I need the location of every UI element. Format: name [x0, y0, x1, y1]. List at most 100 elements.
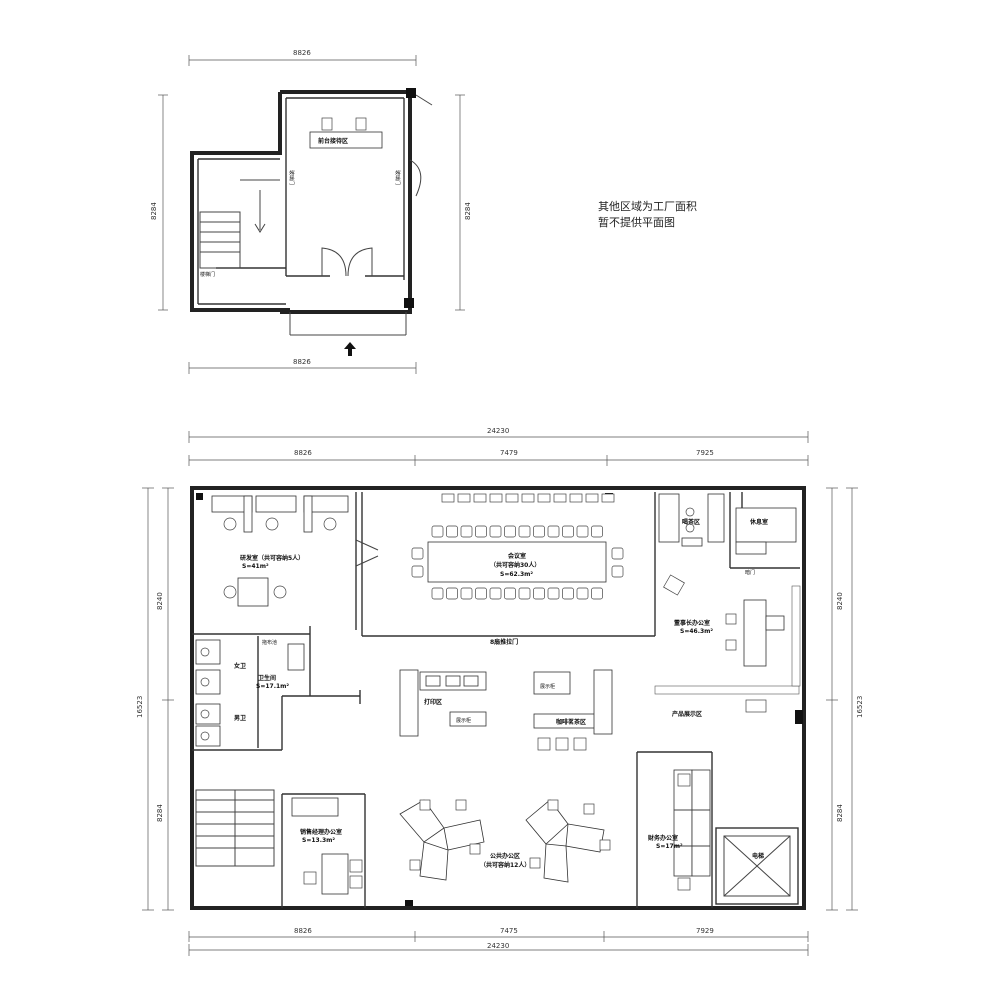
door-swing — [415, 94, 433, 106]
sofa-seat — [569, 493, 583, 503]
meeting-chair — [411, 547, 424, 560]
door-swing — [409, 159, 422, 197]
meeting-chair — [518, 525, 531, 538]
product-display-label: 产品展示区 — [672, 710, 702, 718]
sales-office-title: 销售经理办公室 — [300, 828, 342, 836]
meeting-room-area: S=62.3m² — [500, 571, 533, 578]
dim-top-2: 7479 — [500, 449, 518, 457]
meeting-chair — [611, 547, 624, 560]
upper-stairs — [199, 179, 280, 269]
meeting-chair — [431, 525, 444, 538]
washroom-area: S=17.1m² — [256, 683, 289, 690]
sofa-seat — [537, 493, 551, 503]
interior-walls — [192, 492, 801, 908]
meeting-chair — [547, 587, 560, 600]
women-wc-label: 女卫 — [234, 662, 246, 670]
meeting-chair — [446, 587, 458, 600]
meeting-chair — [489, 525, 502, 538]
display-cabinet-2-label: 展示柜 — [540, 683, 555, 690]
upper-dim-right: 8284 — [464, 202, 472, 220]
reception-desk — [309, 131, 383, 149]
dim-left-2: 16523 — [136, 696, 144, 718]
meeting-chair — [562, 525, 574, 538]
washroom-fixtures — [195, 639, 305, 747]
meeting-chair — [591, 525, 603, 538]
dim-left-3: 8284 — [156, 804, 164, 822]
dark-door-label: 暗门 — [745, 569, 755, 576]
dim-top-1: 8826 — [294, 449, 312, 457]
column — [406, 88, 416, 98]
meeting-chair — [475, 587, 487, 600]
open-office-workstations — [399, 799, 611, 883]
sofa-seat — [585, 493, 599, 503]
rnd-room-area: S=41m² — [242, 563, 269, 570]
entrance-arrow-icon — [344, 342, 356, 356]
sales-office-furniture — [291, 797, 363, 895]
note-line-1: 其他区域为工厂面积 — [598, 200, 697, 213]
elevator-shaft — [715, 827, 799, 905]
dim-bottom-3: 7929 — [696, 927, 714, 935]
meeting-chair — [518, 587, 531, 600]
entrance-door — [321, 247, 347, 277]
display-cabinet-1-label: 展示柜 — [456, 717, 471, 724]
meeting-chair — [562, 587, 574, 600]
column — [405, 900, 413, 906]
meeting-chair — [431, 587, 444, 600]
meeting-room-capacity: （共可容纳30人） — [490, 561, 540, 569]
meeting-chair — [475, 525, 487, 538]
meeting-chair — [504, 587, 516, 600]
sofa-seat — [441, 493, 455, 503]
meeting-chair — [460, 587, 473, 600]
meeting-chair — [576, 587, 589, 600]
dim-left-1: 8240 — [156, 592, 164, 610]
lower-floor-plan: 24230 8826 7479 7925 8826 7475 7929 2423… — [136, 427, 864, 956]
chairman-suite-furniture — [658, 493, 797, 667]
dim-total-bottom: 24230 — [487, 942, 509, 950]
column — [196, 493, 203, 500]
sofa-seat — [505, 493, 519, 503]
dim-right-3: 8284 — [836, 804, 844, 822]
meeting-chair — [611, 565, 624, 578]
door-swing — [355, 539, 379, 567]
meeting-chair — [504, 525, 516, 538]
lower-stairs — [195, 789, 275, 867]
meeting-chair — [533, 587, 545, 600]
rnd-room-furniture — [211, 495, 349, 607]
chair — [321, 117, 333, 131]
sofa-seat — [601, 493, 615, 503]
sofa-seat — [553, 493, 567, 503]
meeting-room-title: 会议室 — [508, 552, 526, 560]
lower-dimension-lines — [142, 431, 858, 956]
sofa-seat — [521, 493, 535, 503]
print-area-label: 打印区 — [424, 698, 442, 706]
upper-dimension-lines — [158, 55, 465, 374]
elevator-label: 电梯 — [752, 852, 764, 860]
washroom-title: 卫生间 — [258, 674, 276, 682]
men-wc-label: 男卫 — [234, 714, 246, 722]
sofa-seat — [489, 493, 503, 503]
upper-dim-left: 8284 — [150, 202, 158, 220]
chairman-office-area: S=46.3m² — [680, 628, 713, 635]
finance-office-furniture — [673, 769, 711, 891]
door-left-label: 玻璃门 — [288, 170, 295, 185]
meeting-chair — [489, 587, 502, 600]
chairman-office-title: 董事长办公室 — [674, 619, 710, 627]
rnd-room-title: 研发室（共可容纳5人） — [240, 554, 304, 562]
chair — [355, 117, 367, 131]
meeting-room-furniture — [411, 493, 624, 600]
open-office-title: 公共办公区 — [490, 852, 520, 860]
meeting-chair — [411, 565, 424, 578]
finance-office-title: 财务办公室 — [647, 834, 678, 842]
dim-right-1: 8240 — [836, 592, 844, 610]
sofa-seat — [473, 493, 487, 503]
dim-right-2: 16523 — [856, 696, 864, 718]
meeting-chair — [591, 587, 603, 600]
sofa-seat — [457, 493, 471, 503]
dim-bottom-2: 7475 — [500, 927, 518, 935]
outer-wall — [190, 486, 806, 910]
column — [795, 710, 803, 724]
dim-top-3: 7925 — [696, 449, 714, 457]
sliding-door-label: 8扇推拉门 — [490, 638, 518, 646]
open-office-capacity: （共可容纳12人） — [480, 861, 530, 869]
